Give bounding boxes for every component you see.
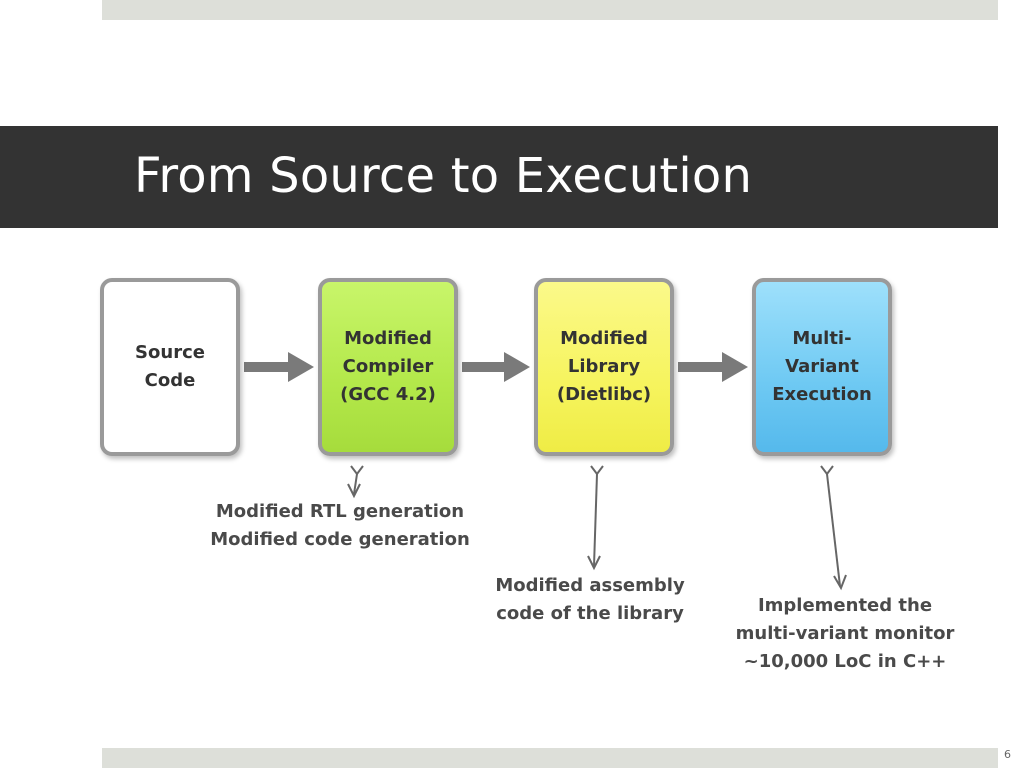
flow-arrow-library-to-execution	[678, 352, 748, 382]
top-accent-bar	[102, 0, 998, 20]
bottom-accent-bar	[102, 748, 998, 768]
flow-arrow-source-to-compiler	[244, 352, 314, 382]
note-compiler: Modified RTL generation Modified code ge…	[210, 501, 470, 550]
title-band	[0, 126, 998, 228]
pointer-library-note	[587, 465, 604, 571]
pointer-execution-note	[820, 465, 847, 591]
box-label: Multi- Variant Execution	[772, 328, 872, 405]
flow-arrow-compiler-to-library	[462, 352, 530, 382]
note-execution: Implemented the multi-variant monitor ~1…	[735, 595, 955, 672]
box-label: Modified Compiler (GCC 4.2)	[340, 328, 436, 405]
box-label: Source Code	[135, 342, 205, 391]
box-source-code: Source Code	[100, 278, 240, 456]
page-number: 6	[1004, 748, 1011, 761]
box-modified-compiler: Modified Compiler (GCC 4.2)	[318, 278, 458, 456]
box-modified-library: Modified Library (Dietlibc)	[534, 278, 674, 456]
pointer-compiler-note	[347, 465, 364, 499]
note-library: Modified assembly code of the library	[495, 575, 685, 624]
box-multi-variant-execution: Multi- Variant Execution	[752, 278, 892, 456]
box-label: Modified Library (Dietlibc)	[556, 328, 652, 405]
slide-title: From Source to Execution	[134, 148, 753, 204]
